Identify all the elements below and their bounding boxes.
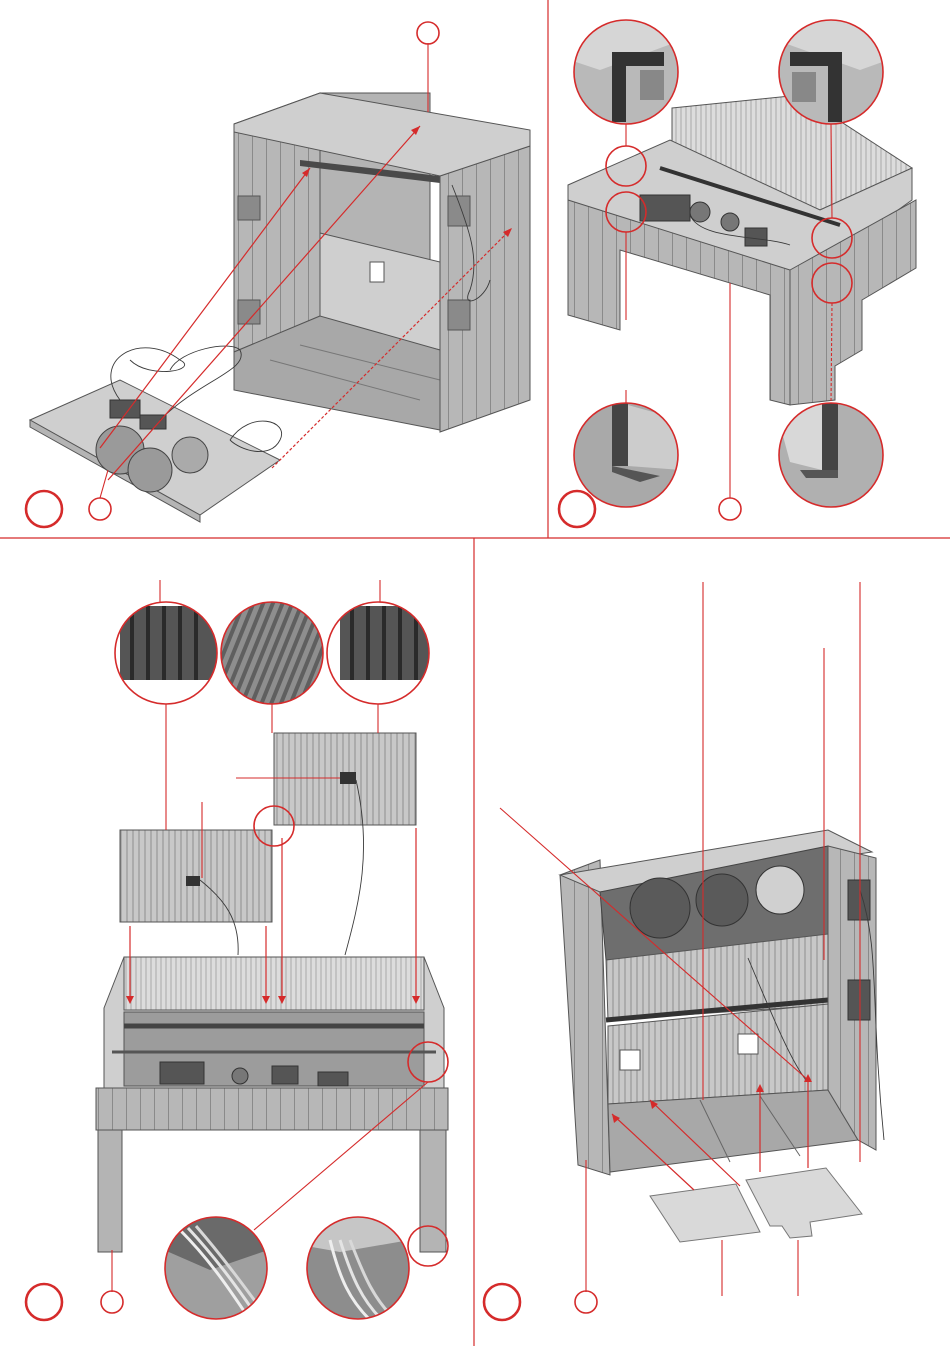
callout-d <box>101 1291 123 1313</box>
panel-step-4 <box>484 582 884 1320</box>
callout-b <box>89 498 111 520</box>
panel-step-2 <box>559 18 916 527</box>
building-interior-drawing <box>560 830 884 1175</box>
panel-step-3 <box>26 580 448 1320</box>
base-frame-drawing <box>568 95 916 405</box>
callout-c <box>719 498 741 520</box>
detail-magnifier-4 <box>776 400 888 510</box>
step-4-marker <box>484 1284 520 1320</box>
panel-step-1 <box>26 22 530 527</box>
roof-panels-drawing <box>120 733 416 955</box>
step-3-marker <box>26 1284 62 1320</box>
callout-e <box>575 1291 597 1313</box>
callout-a <box>417 22 439 44</box>
detail-magnifier-1 <box>570 18 682 126</box>
step-2-marker <box>559 491 595 527</box>
frame-with-roof-drawing <box>96 957 448 1252</box>
step-1-marker <box>26 491 62 527</box>
building-shell-drawing <box>234 93 530 432</box>
